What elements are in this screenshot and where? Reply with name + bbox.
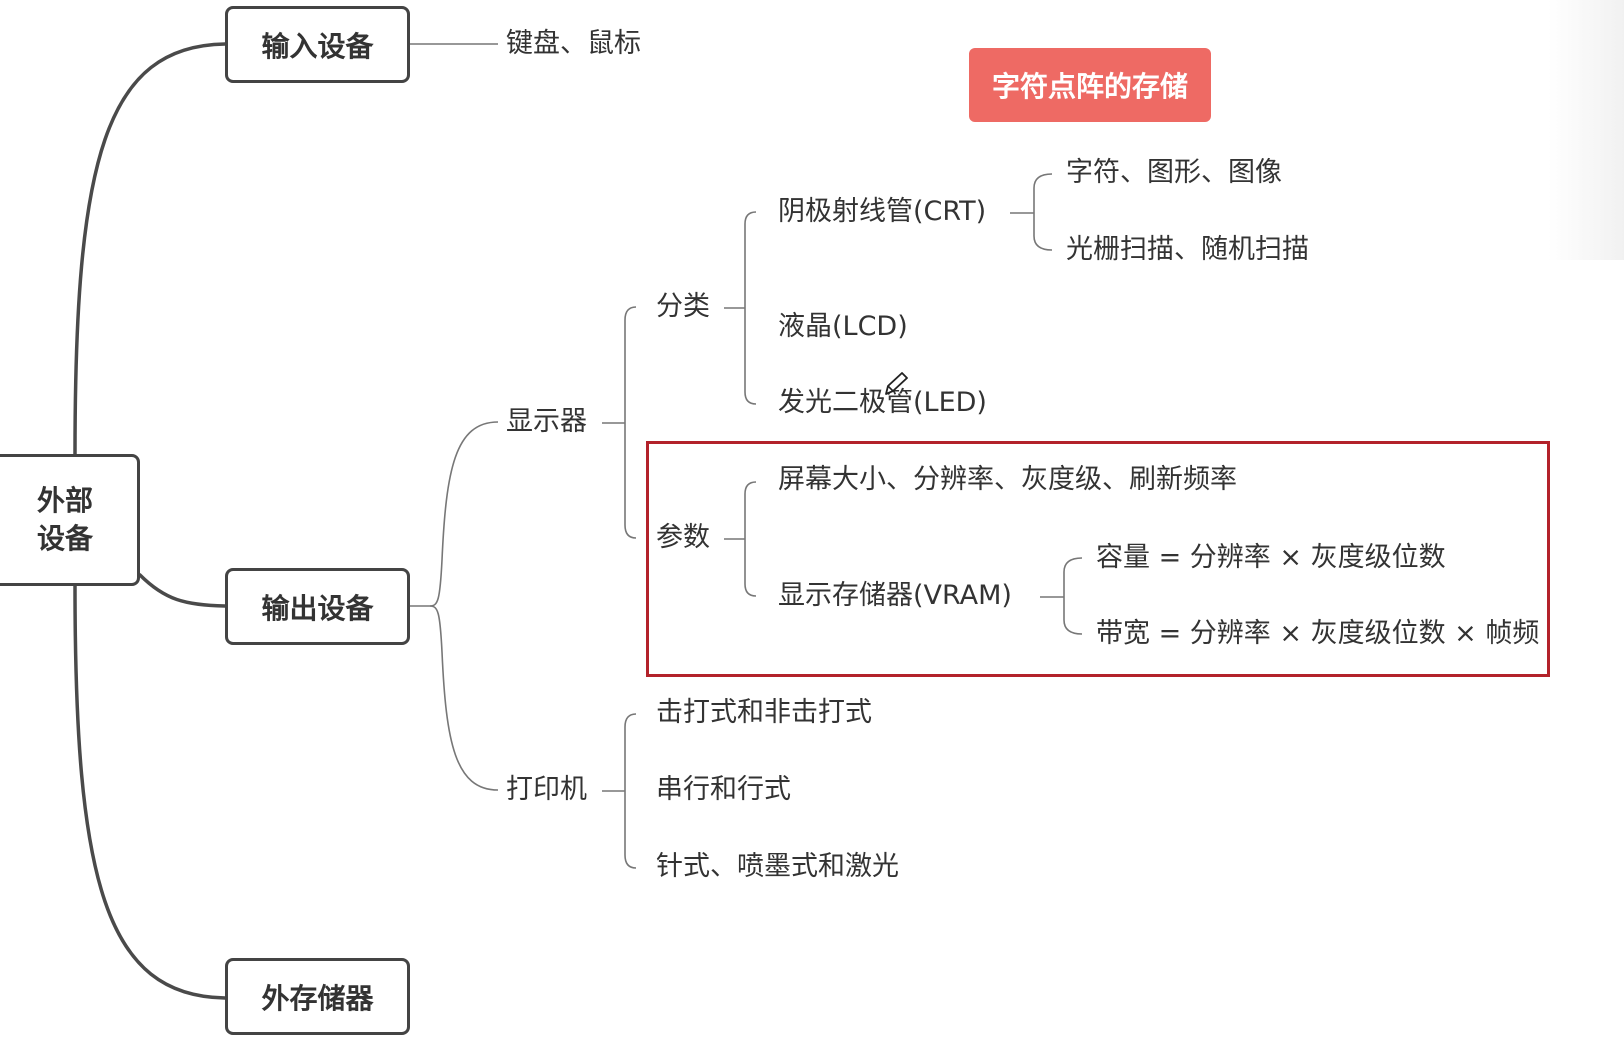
root-to-storage-link xyxy=(73,584,227,1000)
vram-bandwidth-formula: 带宽 = 分辨率 × 灰度级位数 × 帧频 xyxy=(1096,618,1540,649)
parameters-highlight-box xyxy=(646,441,1550,677)
note-badge: 字符点阵的存储 xyxy=(969,48,1211,122)
parameters-label: 参数 xyxy=(656,522,710,553)
vram-label: 显示存储器(VRAM) xyxy=(778,580,1012,611)
external-storage-node: 外存储器 xyxy=(225,958,410,1035)
pencil-cursor-icon xyxy=(885,372,908,395)
output-device-label: 输出设备 xyxy=(261,591,374,625)
display-label: 显示器 xyxy=(506,406,587,437)
input-device-detail: 键盘、鼠标 xyxy=(506,28,641,59)
screen-parameters: 屏幕大小、分辨率、灰度级、刷新频率 xyxy=(778,464,1237,495)
background-shade xyxy=(1548,0,1624,260)
root-to-input-link xyxy=(73,42,227,456)
root-node-external-devices: 外部 设备 xyxy=(0,454,140,586)
classification-bracket xyxy=(724,211,757,405)
printer-bracket xyxy=(602,713,637,869)
root-label-line-2: 设备 xyxy=(36,522,93,555)
note-label: 字符点阵的存储 xyxy=(991,70,1188,103)
printer-label: 打印机 xyxy=(506,774,587,805)
printer-item-2: 串行和行式 xyxy=(656,774,791,805)
root-label-line-1: 外部 xyxy=(36,484,93,517)
external-storage-label: 外存储器 xyxy=(261,981,374,1015)
crt-bracket xyxy=(1010,173,1053,251)
input-device-node: 输入设备 xyxy=(225,6,410,83)
display-bracket xyxy=(602,306,637,539)
lcd-label: 液晶(LCD) xyxy=(778,311,908,342)
parameters-bracket xyxy=(724,481,757,597)
printer-item-3: 针式、喷墨式和激光 xyxy=(656,851,899,882)
led-label: 发光二极管(LED) xyxy=(778,387,987,418)
output-to-printer-link xyxy=(429,605,499,791)
vram-capacity-formula: 容量 = 分辨率 × 灰度级位数 xyxy=(1096,542,1446,573)
printer-item-1: 击打式和非击打式 xyxy=(656,697,872,728)
crt-label: 阴极射线管(CRT) xyxy=(778,196,987,227)
root-to-output-link xyxy=(138,573,227,608)
output-to-display-link xyxy=(410,421,499,607)
classification-label: 分类 xyxy=(656,291,710,322)
crt-detail-2: 光栅扫描、随机扫描 xyxy=(1066,234,1309,265)
input-device-label: 输入设备 xyxy=(261,29,374,63)
vram-bracket xyxy=(1040,557,1083,635)
output-device-node: 输出设备 xyxy=(225,568,410,645)
crt-detail-1: 字符、图形、图像 xyxy=(1066,157,1282,188)
